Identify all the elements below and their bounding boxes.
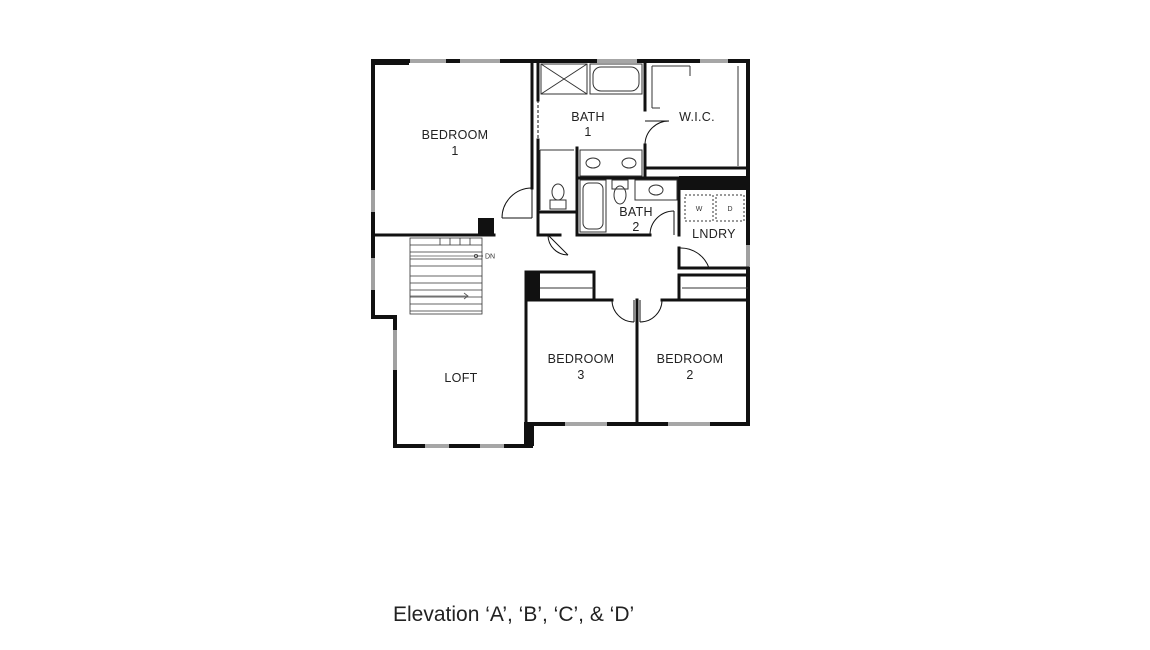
solid-columns [373,61,748,446]
bath-1-number: 1 [584,125,591,139]
bedroom-2-label: BEDROOM [657,352,724,366]
fixtures [539,63,748,289]
bedroom-2-number: 2 [686,368,693,382]
bath-2-number: 2 [632,220,639,234]
doors [501,100,710,323]
stairs-down-label: DN [485,254,495,261]
wic-label: W.I.C. [679,110,715,124]
loft-label: LOFT [444,371,477,385]
dryer-label: D [727,206,732,213]
bedroom-3-number: 3 [577,368,584,382]
bath-2-label: BATH [619,205,653,219]
bedroom-3-label: BEDROOM [548,352,615,366]
windows [371,59,750,448]
bedroom-1-label: BEDROOM [422,128,489,142]
staircase [409,237,483,315]
bath-1-label: BATH [571,110,605,124]
washer-label: W [696,206,703,213]
laundry-label: LNDRY [692,227,736,241]
bedroom-1-number: 1 [451,144,458,158]
elevation-caption: Elevation ‘A’, ‘B’, ‘C’, & ‘D’ [393,603,635,626]
